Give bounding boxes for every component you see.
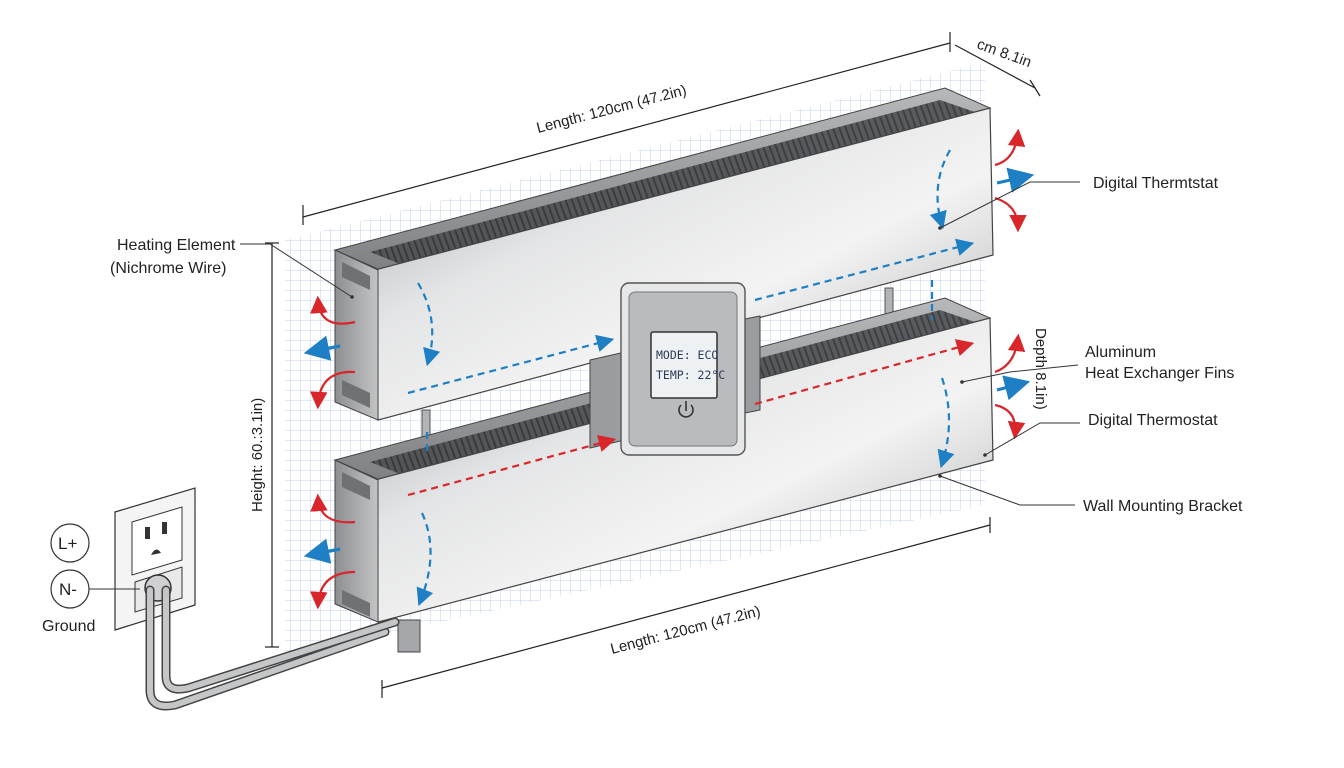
digital-thermostat-top-label: Digital Thermtstat [1093,175,1219,192]
lcd-temp-text: TEMP: 22°C [656,368,725,382]
height-label: Height: 60.:3.1in) [249,398,266,512]
heating-element-sublabel: (Nichrome Wire) [110,260,226,277]
length-bottom-label: Length: 120cm (47.2in) [609,603,763,658]
airflow-dashed-arrows [407,149,975,607]
digital-thermostat-mid-label: Digital Thermostat [1088,412,1218,429]
airflow-side-arrows [303,128,1035,610]
neutral-terminal-label: N- [59,580,77,599]
live-terminal [50,523,90,563]
wall-bracket-label: Wall Mounting Bracket [1083,498,1243,515]
dimension-lines [265,32,1041,698]
wall-outlet [114,487,196,631]
leader-dots [350,226,987,478]
length-top-label: Length: 120cm (47.2in) [535,82,689,137]
leader-lines [240,181,1080,506]
heating-element-label: Heating Element [117,237,236,254]
ground-label: Ground [42,618,95,635]
live-terminal-label: L+ [58,534,77,553]
aluminum-fins-sublabel: Heat Exchanger Fins [1085,365,1234,382]
lcd-mode-text: MODE: ECO [656,348,718,362]
power-icon[interactable] [678,401,694,418]
aluminum-fins-label: Aluminum [1085,344,1156,361]
lcd-screen [650,331,718,399]
power-cord [145,585,400,711]
